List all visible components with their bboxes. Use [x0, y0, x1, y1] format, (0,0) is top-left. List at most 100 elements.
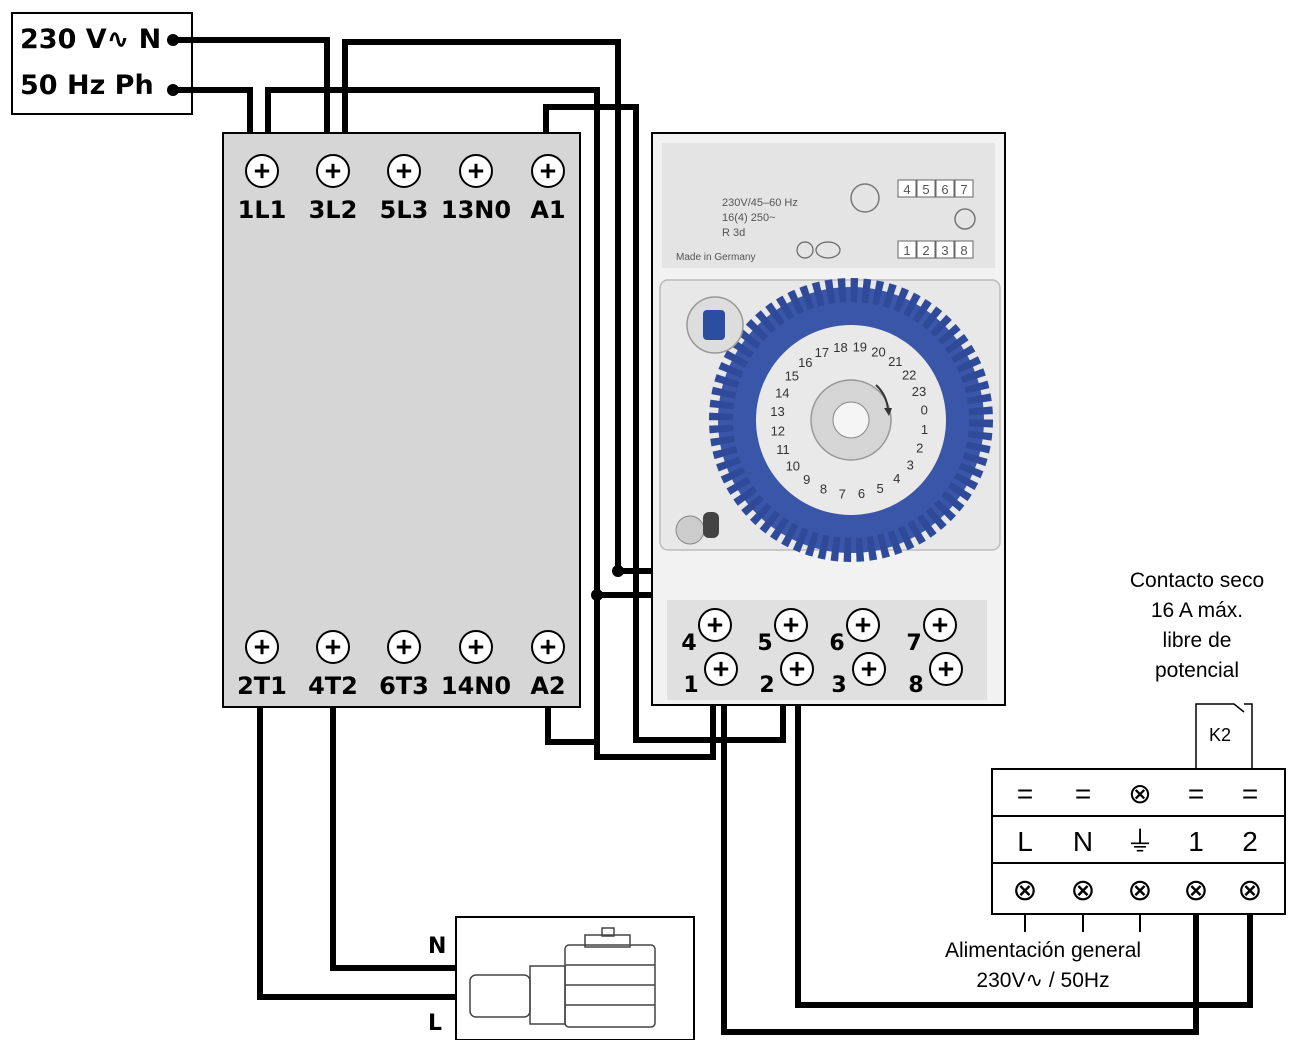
schematic-num-bottom-1: 1 — [903, 243, 910, 258]
dry-contact-title-1: Contacto seco — [1130, 569, 1264, 592]
block-screw-4[interactable]: ⊗ — [1183, 874, 1208, 907]
timer-terminal-1[interactable] — [704, 652, 738, 686]
timer-terminal-4[interactable] — [698, 608, 732, 642]
timer-terminal-6[interactable] — [846, 608, 880, 642]
dial-hour-14: 14 — [775, 386, 789, 401]
schematic-box-top-7 — [954, 179, 974, 198]
timer-terminal-label-2: 2 — [759, 673, 774, 698]
contactor-label-6t3: 6T3 — [379, 672, 429, 700]
reset-knob-grip[interactable] — [703, 512, 719, 538]
wire-n-3l2 — [173, 37, 330, 133]
timer-terminal-label-3: 3 — [831, 673, 846, 698]
dial-hour-10: 10 — [786, 459, 800, 474]
block-screw-5[interactable]: ⊗ — [1237, 874, 1262, 907]
wire-timer1-block1 — [721, 690, 1199, 1035]
block-label-5: 2 — [1242, 826, 1258, 857]
timer-terminal-2[interactable] — [780, 652, 814, 686]
supply-note-2: 230V∿ / 50Hz — [976, 969, 1109, 992]
schematic-box-bottom-3 — [935, 240, 955, 259]
pump-label-n: N — [428, 934, 446, 959]
contactor-label-1l1: 1L1 — [238, 196, 287, 224]
contactor-screw-a1[interactable] — [531, 154, 565, 188]
contactor-screw-13n0[interactable] — [459, 154, 493, 188]
wire-2t1-pump-l — [257, 707, 456, 1000]
timer-dial-center — [832, 401, 870, 439]
dial-hour-8: 8 — [820, 482, 827, 497]
dial-hour-22: 22 — [902, 367, 916, 382]
block-screw-1[interactable]: ⊗ — [1012, 874, 1037, 907]
schematic-num-bottom-3: 3 — [941, 243, 948, 258]
block-label-4: 1 — [1188, 826, 1204, 857]
supply-label-ph: 50 Hz Ph — [20, 70, 154, 101]
dry-contact-title-4: potencial — [1155, 659, 1239, 682]
wire-junction-2 — [591, 589, 603, 601]
timer-terminal-3[interactable] — [852, 652, 886, 686]
contactor-screw-a2[interactable] — [531, 630, 565, 664]
dial-hour-5: 5 — [876, 481, 883, 496]
dial-hour-11: 11 — [776, 442, 790, 457]
timer-segments[interactable] — [709, 278, 993, 562]
supply-box: 230 V∿ N 50 Hz Ph — [11, 12, 193, 115]
relay-label: K2 — [1209, 725, 1231, 745]
mode-selector-knob[interactable] — [703, 310, 725, 340]
schematic-box-bottom-8 — [954, 240, 974, 259]
contactor-screw-4t2[interactable] — [316, 630, 350, 664]
timer: 230V/45–60 Hz 16(4) 250~ R 3d Made in Ge… — [651, 132, 1006, 706]
relay-k2: K2 — [1195, 703, 1253, 769]
dial-hour-2: 2 — [916, 441, 923, 456]
dial-hour-0: 0 — [921, 403, 928, 418]
timer-terminal-label-8: 8 — [908, 673, 923, 698]
dial-hour-19: 19 — [853, 340, 867, 355]
wire-timer1-k1 — [594, 680, 716, 760]
reset-knob[interactable] — [675, 515, 705, 545]
wire-a2-return — [545, 595, 600, 745]
block-screw-2[interactable]: ⊗ — [1070, 874, 1095, 907]
dial-hour-1: 1 — [921, 422, 928, 437]
block-screw-3[interactable]: ⊗ — [1127, 874, 1152, 907]
dial-hour-13: 13 — [770, 404, 784, 419]
supply-note-1: Alimentación general — [945, 939, 1141, 962]
wire-junction-1 — [612, 565, 624, 577]
dial-hour-20: 20 — [871, 344, 885, 359]
contactor-screw-3l2[interactable] — [316, 154, 350, 188]
wire-ph-1l1 — [173, 87, 253, 133]
contactor-screw-2t1[interactable] — [245, 630, 279, 664]
block-label-2: N — [1073, 826, 1093, 857]
dial-hour-18: 18 — [833, 340, 847, 355]
timer-terminal-8[interactable] — [929, 652, 963, 686]
dial-hour-23: 23 — [912, 384, 926, 399]
schematic-box-bottom-2 — [916, 240, 936, 259]
dial-hour-15: 15 — [785, 369, 799, 384]
timer-terminal-label-4: 4 — [681, 631, 696, 656]
schematic-box-top-6 — [935, 179, 955, 198]
dial-hour-16: 16 — [798, 355, 812, 370]
contactor-screw-6t3[interactable] — [387, 630, 421, 664]
dry-contact-title-3: libre de — [1163, 629, 1232, 652]
schematic-num-bottom-8: 8 — [960, 243, 967, 258]
timer-rating-3: R 3d — [722, 227, 745, 239]
approval-mark-1 — [796, 241, 814, 259]
schematic-box-top-4 — [897, 179, 917, 198]
dial-hour-6: 6 — [858, 486, 865, 501]
wire-4t2-pump-n — [330, 707, 456, 971]
pump-label-l: L — [428, 1011, 442, 1036]
rotation-arrowhead-icon — [884, 408, 892, 416]
contactor-screw-1l1[interactable] — [245, 154, 279, 188]
timer-rating-1: 230V/45–60 Hz — [722, 197, 798, 209]
contactor-screw-14n0[interactable] — [459, 630, 493, 664]
timer-terminal-label-7: 7 — [906, 631, 921, 656]
pump-icon — [469, 927, 656, 1028]
timer-terminal-7[interactable] — [923, 608, 957, 642]
timer-rating-2: 16(4) 250~ — [722, 212, 776, 224]
timer-terminal-5[interactable] — [774, 608, 808, 642]
block-top-symbol-5: = — [1242, 778, 1258, 809]
schematic-num-top-4: 4 — [903, 182, 910, 197]
dial-hour-21: 21 — [888, 354, 902, 369]
block-top-symbol-2: = — [1075, 778, 1091, 809]
contactor-screw-5l3[interactable] — [387, 154, 421, 188]
timer-terminal-label-1: 1 — [683, 673, 698, 698]
contactor-label-13n0: 13N0 — [441, 196, 511, 224]
schematic-num-top-5: 5 — [922, 182, 929, 197]
